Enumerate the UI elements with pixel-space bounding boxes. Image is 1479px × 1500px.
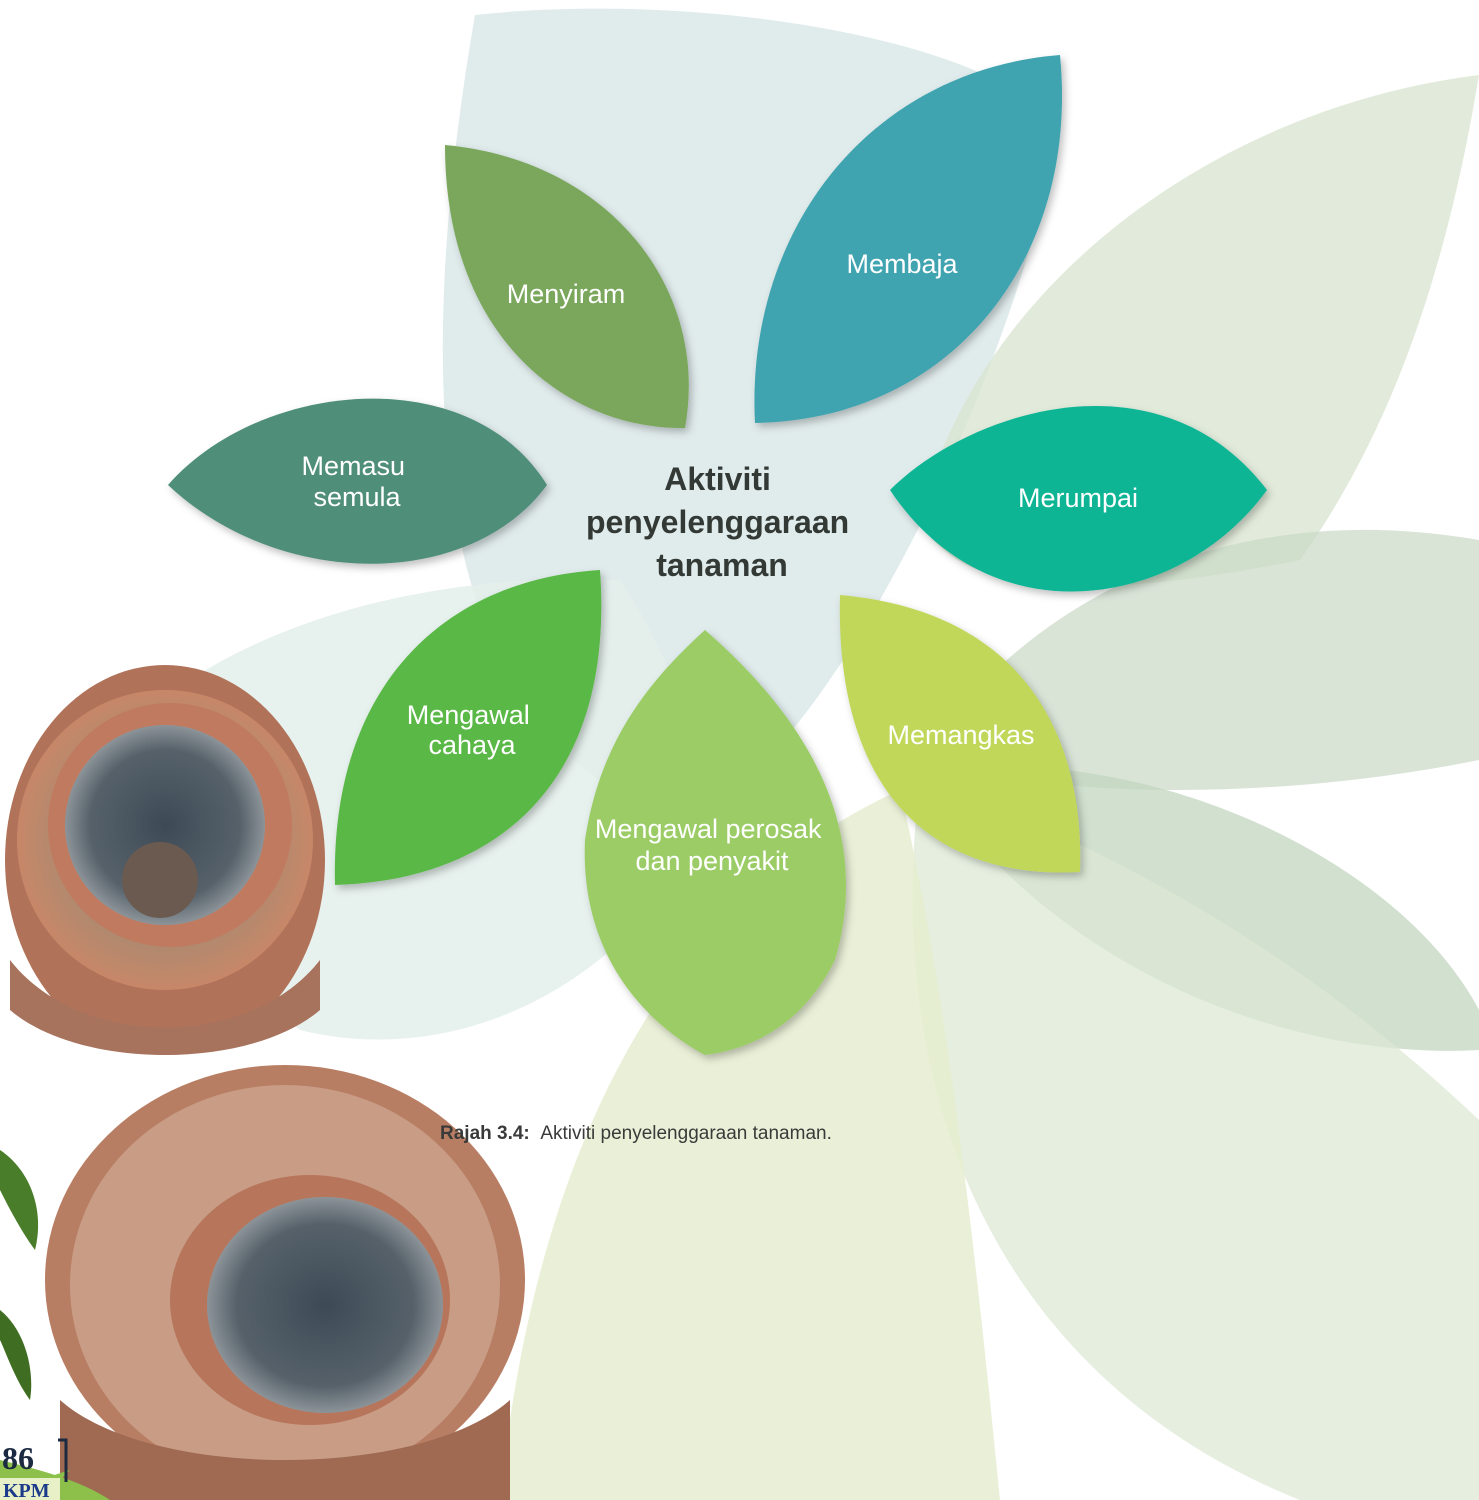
pot-photo-bottom — [45, 1065, 525, 1500]
center-title: Aktiviti penyelenggaraan tanaman — [586, 461, 858, 583]
bg-leaf-right-middle — [920, 529, 1479, 790]
label-membaja: Membaja — [846, 249, 958, 279]
petal-membaja — [754, 55, 1063, 423]
bg-leaf-bottom — [500, 790, 1000, 1500]
caption-label: Rajah 3.4: — [440, 1123, 530, 1144]
petal-merumpai — [890, 406, 1267, 592]
petal-mengawal-perosak — [584, 630, 846, 1055]
logo-text: KPM — [3, 1480, 50, 1500]
label-mengawal-cahaya: Mengawal cahaya — [407, 700, 538, 760]
bg-leaf-bottom-right — [912, 780, 1479, 1500]
label-memangkas: Memangkas — [887, 720, 1034, 750]
caption-text: Aktiviti penyelenggaraan tanaman. — [540, 1123, 832, 1144]
label-merumpai: Merumpai — [1018, 483, 1138, 513]
petal-memangkas — [839, 595, 1081, 873]
pot-photo-top — [5, 665, 325, 1055]
petal-memasu-semula — [168, 398, 547, 564]
page-number: 86 — [2, 1440, 34, 1476]
label-memasu-semula: Memasu semula — [301, 451, 412, 512]
figure-caption: Rajah 3.4: Aktiviti penyelenggaraan tana… — [440, 1123, 832, 1145]
petal-mengawal-cahaya — [334, 570, 602, 885]
label-menyiram: Menyiram — [507, 279, 626, 309]
kpm-logo: KPM — [0, 1438, 70, 1500]
petal-menyiram — [445, 145, 689, 429]
label-mengawal-perosak: Mengawal perosak dan penyakit — [595, 814, 829, 876]
